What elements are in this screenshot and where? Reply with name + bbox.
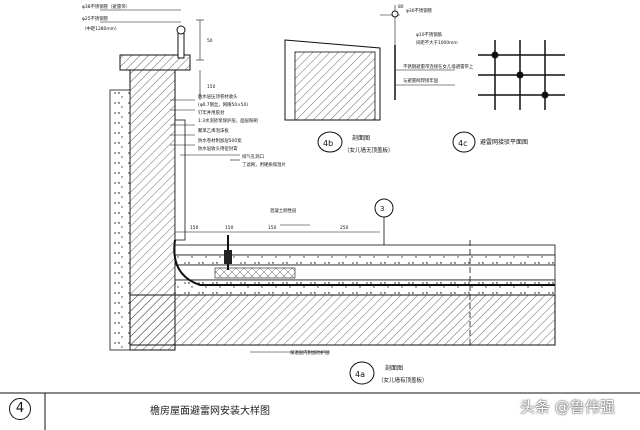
note-left-12: 了滤网，用硬质保温片 <box>242 161 286 168</box>
note-left-6: 钉牢并用胶封 <box>198 109 225 116</box>
watermark-text: 头条 @鲁伟强 <box>520 398 615 416</box>
caption-4a-id: 4a <box>355 370 365 379</box>
caption-4c-id: 4c <box>458 139 468 148</box>
note-4b-4: 不锈钢避雷带连接在女儿墙避雷带上 <box>403 63 474 70</box>
section-4c <box>478 40 565 110</box>
note-left-8: 聚苯乙烯泡沫板 <box>198 127 229 134</box>
note-left-3: （中距1280mm） <box>82 25 119 32</box>
note-4b-5: 与避雷网焊接牢固 <box>403 77 439 84</box>
note-left-4: 防水层压顶卷材收头 <box>198 93 238 100</box>
bottom-callout: 保温层内附加防护层 <box>290 349 330 356</box>
note-left-10: 防水层收头用密封膏 <box>198 145 238 152</box>
note-left-1: φ38不锈钢管（避雷带） <box>82 3 130 10</box>
caption-4b-id: 4b <box>323 139 333 148</box>
footer-number: 4 <box>9 398 31 420</box>
lightning-rod <box>176 25 232 270</box>
dim-5: 150 <box>225 225 234 231</box>
note-left-11: 排气孔洞口 <box>242 153 264 160</box>
caption-4a-title: 剖面图 <box>385 364 403 372</box>
caption-4b-badge <box>317 131 343 153</box>
note-left-9: 防水卷材附加层500宽 <box>198 137 242 144</box>
caption-4c-badge <box>452 131 476 153</box>
caption-4c-title: 避雷网接驳平面图 <box>480 138 528 146</box>
dim-2: 150 <box>207 84 216 90</box>
footer-title: 檐房屋面避雷网安装大样图 <box>150 406 270 417</box>
footer-frame <box>0 392 640 430</box>
note-left-7: 1:3水泥砂浆保护层，面层粉刷 <box>198 117 258 124</box>
dim-1: 50 <box>207 38 213 44</box>
note-4b-3: 间距不大于1000mm <box>416 39 458 46</box>
callout-3-label: 3 <box>380 205 384 213</box>
note-left-5: (φ0.7钢丝，网眼50×50) <box>198 101 248 108</box>
caption-4a-sub: （女儿墙有顶盖板） <box>378 376 428 384</box>
note-4b-2: φ10不锈钢筋 <box>416 31 443 38</box>
dim-4: 150 <box>190 225 199 231</box>
dim-3: 80 <box>398 4 404 10</box>
note-left-2: φ25不锈钢管 <box>82 15 109 22</box>
section-4b <box>284 10 455 121</box>
caption-4a-badge <box>349 361 375 385</box>
dim-7: 250 <box>340 225 349 231</box>
caption-4b-title: 剖面图 <box>352 134 370 142</box>
roof-note: 混凝土刚性层 <box>270 207 297 214</box>
caption-4b-sub: （女儿墙无顶盖板） <box>344 146 394 154</box>
note-4b-1: φ30不锈钢管 <box>406 7 433 14</box>
leader-lines <box>100 9 330 353</box>
roof-layers-4a <box>129 239 556 346</box>
dim-6: 150 <box>268 225 277 231</box>
callout-3-badge <box>374 198 394 245</box>
